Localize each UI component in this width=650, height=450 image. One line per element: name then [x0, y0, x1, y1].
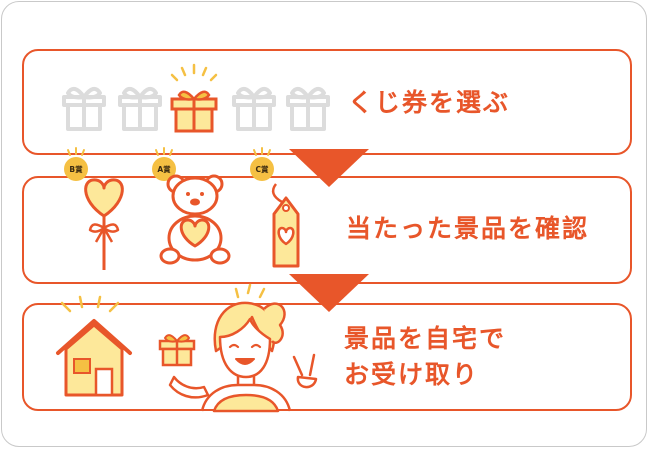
- step-1-label: くじ券を選ぶ: [348, 88, 511, 117]
- gift-row-icon: [62, 63, 330, 133]
- step-3-box: 景品を自宅で お受け取り: [22, 283, 632, 413]
- step-3-label: 景品を自宅で お受け取り: [344, 321, 506, 393]
- gray-gift-icon: [62, 86, 106, 131]
- heart-lollipop-icon: B賞: [64, 147, 124, 270]
- selected-gift-icon: [170, 63, 218, 133]
- step-1-box: くじ券を選ぶ: [22, 49, 632, 155]
- house-icon: [56, 295, 132, 397]
- step-3-label-line-1: 景品を自宅で: [344, 324, 507, 353]
- prize-badge-c: C賞: [255, 164, 269, 174]
- teddy-bear-icon: A賞: [152, 147, 231, 265]
- small-gift-icon: [158, 334, 196, 367]
- gray-gift-icon: [286, 86, 330, 131]
- prize-badge-b: B賞: [69, 164, 83, 174]
- down-arrow-icon: [289, 149, 369, 187]
- heart-tag-icon: C賞: [250, 147, 300, 268]
- prize-badge-a: A賞: [157, 164, 171, 174]
- step-2-label: 当たった景品を確認: [346, 214, 590, 243]
- smiling-woman-icon: [168, 283, 318, 413]
- step-2-box: B賞 A賞: [22, 147, 632, 284]
- step-3-label-line-2: お受け取り: [344, 360, 480, 389]
- gray-gift-icon: [118, 86, 162, 131]
- gray-gift-icon: [232, 86, 276, 131]
- down-arrow-icon: [289, 274, 369, 312]
